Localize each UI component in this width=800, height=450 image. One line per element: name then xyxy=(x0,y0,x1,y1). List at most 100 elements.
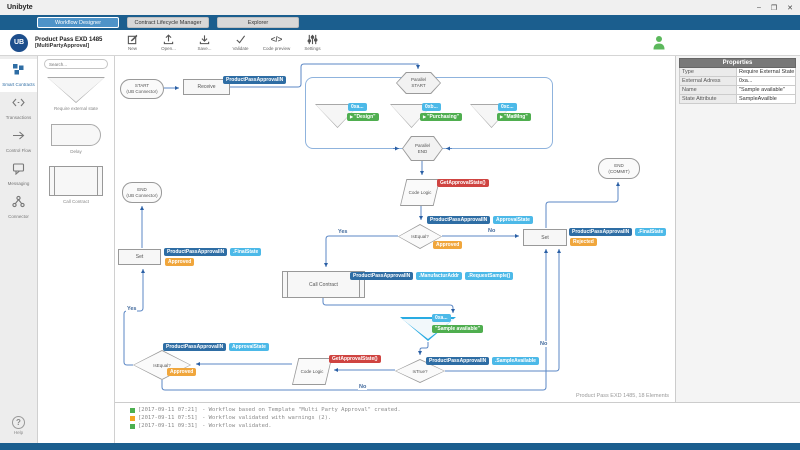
tag-productpassapprovalin[interactable]: ProductPassApprovalIN xyxy=(223,76,287,84)
tag-address[interactable]: 0xa... xyxy=(348,103,367,111)
validate-check-icon xyxy=(236,35,246,44)
tag-productpassapprovalin[interactable]: ProductPassApprovalIN xyxy=(426,357,490,365)
property-value-external-adress[interactable]: 0xa... xyxy=(736,76,796,86)
tag-getapprovalstate[interactable]: GetApprovalState() xyxy=(329,355,381,363)
workflow-canvas[interactable]: START(UB Connector) Receive ProductPassA… xyxy=(115,56,675,402)
property-row: Name "Sample available" xyxy=(679,85,796,95)
canvas-status-text: Product Pass EXD 1485, 18 Elements xyxy=(576,393,669,399)
tag-finalstate[interactable]: .FinalState xyxy=(635,228,667,236)
tag-getapprovalstate[interactable]: GetApprovalState() xyxy=(437,179,489,187)
open-label: Open... xyxy=(161,46,176,51)
tag-approved[interactable]: Approved xyxy=(167,368,197,376)
tag-role-matmng[interactable]: ▶"MatMng" xyxy=(497,113,531,121)
title-bar: Unibyte – ❐ ✕ xyxy=(0,0,800,15)
node-label: Receive xyxy=(197,84,216,90)
property-label: State Attribute xyxy=(679,94,737,104)
tag-productpassapprovalin[interactable]: ProductPassApprovalIN xyxy=(163,343,227,351)
tag-approved[interactable]: Approved xyxy=(165,258,195,266)
validate-button[interactable]: Validate xyxy=(227,34,254,51)
content-area: Smart Contracts Transactions Control Flo… xyxy=(0,56,800,443)
tag-productpassapprovalin[interactable]: ProductPassApprovalIN xyxy=(164,248,228,256)
palette-shape-call-contract[interactable] xyxy=(49,166,103,196)
save-button[interactable]: Save... xyxy=(191,34,218,51)
sidebar-item-smart-contracts[interactable]: Smart Contracts xyxy=(0,59,37,92)
open-button[interactable]: Open... xyxy=(155,34,182,51)
node-set-right[interactable]: Set xyxy=(523,229,567,246)
vertical-bar xyxy=(359,272,360,297)
category-sidebar: Smart Contracts Transactions Control Flo… xyxy=(0,56,38,443)
help-icon: ? xyxy=(12,416,25,429)
node-end-commit[interactable]: END(COMMIT) xyxy=(598,158,640,179)
tag-approved[interactable]: Approved xyxy=(433,241,463,249)
node-receive[interactable]: Receive xyxy=(183,79,230,95)
node-code-logic-2[interactable]: Code Logic xyxy=(292,358,332,385)
tag-productpassapprovalin[interactable]: ProductPassApprovalIN xyxy=(350,272,414,280)
node-label: END xyxy=(614,162,624,168)
play-icon: ▶ xyxy=(423,114,427,119)
sidebar-item-messaging[interactable]: Messaging xyxy=(0,158,37,191)
tag-address[interactable]: 0xa... xyxy=(432,314,451,322)
minimize-button[interactable]: – xyxy=(756,3,761,11)
tab-explorer[interactable]: Explorer xyxy=(217,17,299,28)
sidebar-item-control-flow[interactable]: Control Flow xyxy=(0,125,37,158)
tag-address[interactable]: 0xc... xyxy=(498,103,517,111)
sidebar-item-transactions[interactable]: Transactions xyxy=(0,92,37,125)
tag-address[interactable]: 0xb... xyxy=(422,103,441,111)
palette-shape-require-external-state[interactable] xyxy=(47,77,105,103)
tab-contract-lifecycle-manager[interactable]: Contract Lifecycle Manager xyxy=(127,17,209,28)
code-preview-button[interactable]: </> Code preview xyxy=(263,34,291,51)
help-button[interactable]: ? Help xyxy=(0,416,37,435)
edge-label-yes: Yes xyxy=(126,306,138,312)
log-message: - Workflow based on Template "Multi Part… xyxy=(202,407,401,413)
tag-rejected[interactable]: Rejected xyxy=(570,238,597,246)
node-start[interactable]: START(UB Connector) xyxy=(120,79,164,99)
node-set-left[interactable]: Set xyxy=(118,249,161,265)
property-value-name[interactable]: "Sample available" xyxy=(736,85,796,95)
tag-finalstate[interactable]: .FinalState xyxy=(230,248,262,256)
parallelogram-shape: Code Logic xyxy=(401,180,439,205)
tag-approvalstate[interactable]: ApprovalState xyxy=(229,343,269,351)
properties-title: Properties xyxy=(679,58,796,68)
shape-palette: Require external state Delay Call Contra… xyxy=(38,56,115,443)
properties-table: Properties Type Require External State E… xyxy=(679,58,796,104)
new-label: New xyxy=(127,46,137,51)
node-code-logic-1[interactable]: Code Logic xyxy=(400,179,440,206)
diamond-shape: IsEqual? xyxy=(399,225,441,248)
maximize-button[interactable]: ❐ xyxy=(770,4,778,12)
tag-role-purchasing[interactable]: ▶"Purchasing" xyxy=(420,113,463,121)
sidebar-item-connector[interactable]: Connector xyxy=(0,191,37,224)
diamond-shape: IsTrue? xyxy=(396,360,444,382)
node-label: Code Logic xyxy=(300,369,324,374)
palette-shape-delay[interactable] xyxy=(51,124,101,146)
tag-approvalstate[interactable]: ApprovalState xyxy=(493,216,533,224)
tag-sample-available[interactable]: "Sample available" xyxy=(432,325,484,333)
canvas-row: START(UB Connector) Receive ProductPassA… xyxy=(115,56,800,403)
user-icon[interactable] xyxy=(652,35,666,50)
save-label: Save... xyxy=(197,46,212,51)
tag-productpassapprovalin[interactable]: ProductPassApprovalIN xyxy=(569,228,633,236)
close-button[interactable]: ✕ xyxy=(787,4,793,12)
log-status-icon xyxy=(130,423,135,429)
edge-set-endcommit xyxy=(545,182,620,228)
node-end-ub[interactable]: END(UB Connector) xyxy=(122,182,162,203)
vertical-bar xyxy=(54,167,55,195)
palette-search-input[interactable] xyxy=(44,59,108,69)
tag-manufacturaddr[interactable]: .ManufacturAddr xyxy=(416,272,462,280)
tag-sampleavailable[interactable]: .SampleAvailable xyxy=(492,357,539,365)
workflow-edges xyxy=(123,63,620,391)
settings-button[interactable]: Settings xyxy=(299,34,326,51)
vertical-bar xyxy=(287,272,288,297)
tab-workflow-designer[interactable]: Workflow Designer xyxy=(37,17,119,28)
tag-productpassapprovalin[interactable]: ProductPassApprovalIN xyxy=(427,216,491,224)
tag-role-design[interactable]: ▶"Design" xyxy=(347,113,379,121)
window-title: Unibyte xyxy=(7,4,33,11)
property-value-type[interactable]: Require External State xyxy=(736,67,796,77)
settings-sliders-icon xyxy=(307,34,318,45)
new-button[interactable]: New xyxy=(119,34,146,51)
property-value-state-attribute[interactable]: SampleAvailble xyxy=(736,94,796,104)
window-controls: – ❐ ✕ xyxy=(757,4,793,12)
tag-requestsample[interactable]: .RequestSample() xyxy=(465,272,514,280)
